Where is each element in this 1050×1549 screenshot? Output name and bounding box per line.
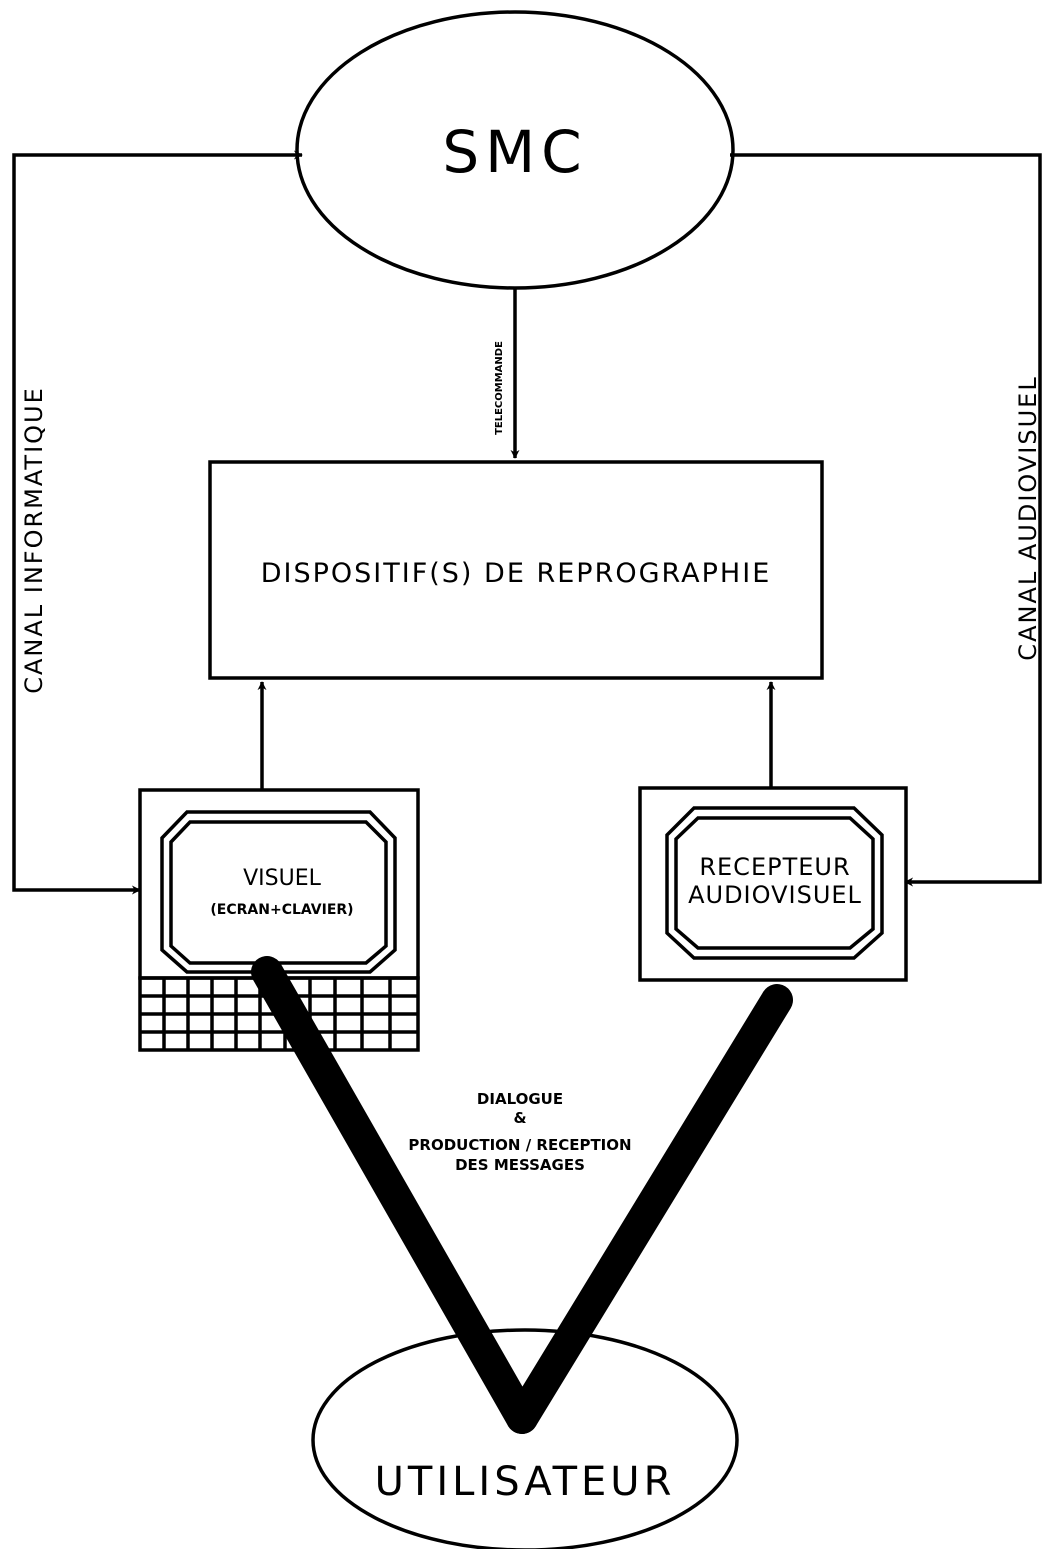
smc-label: SMC [442, 118, 587, 186]
dialogue-annotation: DIALOGUE & PRODUCTION / RECEPTION DES ME… [408, 1090, 631, 1174]
recepteur-label-line1: RECEPTEUR [699, 853, 850, 881]
visuel-label: VISUEL [243, 866, 322, 891]
cable-visuel-utilisateur [251, 956, 538, 1434]
annotation-line1: DIALOGUE [477, 1090, 563, 1108]
node-smc: SMC [295, 10, 735, 290]
edge-canal-informatique: CANAL INFORMATIQUE [12, 150, 303, 895]
canal-informatique-label: CANAL INFORMATIQUE [20, 386, 48, 694]
recepteur-label-line2: AUDIOVISUEL [688, 881, 862, 909]
telecommande-label: TELECOMMANDE [494, 341, 505, 435]
annotation-line3: PRODUCTION / RECEPTION [408, 1136, 631, 1154]
annotation-line2: & [513, 1109, 526, 1127]
node-recepteur: RECEPTEUR AUDIOVISUEL [638, 786, 908, 982]
node-utilisateur: UTILISATEUR [311, 1328, 739, 1549]
canal-audiovisuel-label: CANAL AUDIOVISUEL [1014, 375, 1042, 660]
node-visuel: VISUEL (ECRAN+CLAVIER) [138, 788, 420, 1052]
visuel-sublabel: (ECRAN+CLAVIER) [210, 902, 353, 918]
edge-telecommande: TELECOMMANDE [494, 288, 520, 459]
node-reprographie: DISPOSITIF(S) DE REPROGRAPHIE [208, 460, 824, 680]
utilisateur-label: UTILISATEUR [375, 1459, 676, 1505]
cable-recepteur-utilisateur [506, 984, 793, 1434]
annotation-line4: DES MESSAGES [455, 1156, 585, 1174]
reprographie-label: DISPOSITIF(S) DE REPROGRAPHIE [261, 558, 772, 589]
edge-canal-audiovisuel: CANAL AUDIOVISUEL [730, 153, 1042, 887]
